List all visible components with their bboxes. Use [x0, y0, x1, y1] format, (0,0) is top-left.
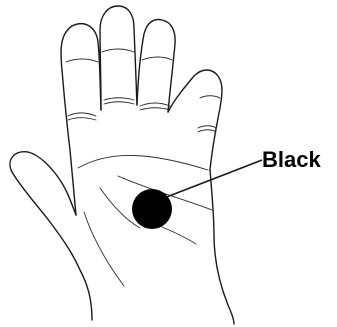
black-marker: [132, 189, 172, 229]
marker-label: Black: [262, 147, 321, 173]
hand-outline: [10, 6, 234, 324]
finger-creases: [66, 49, 220, 132]
callout-line: [164, 160, 262, 198]
